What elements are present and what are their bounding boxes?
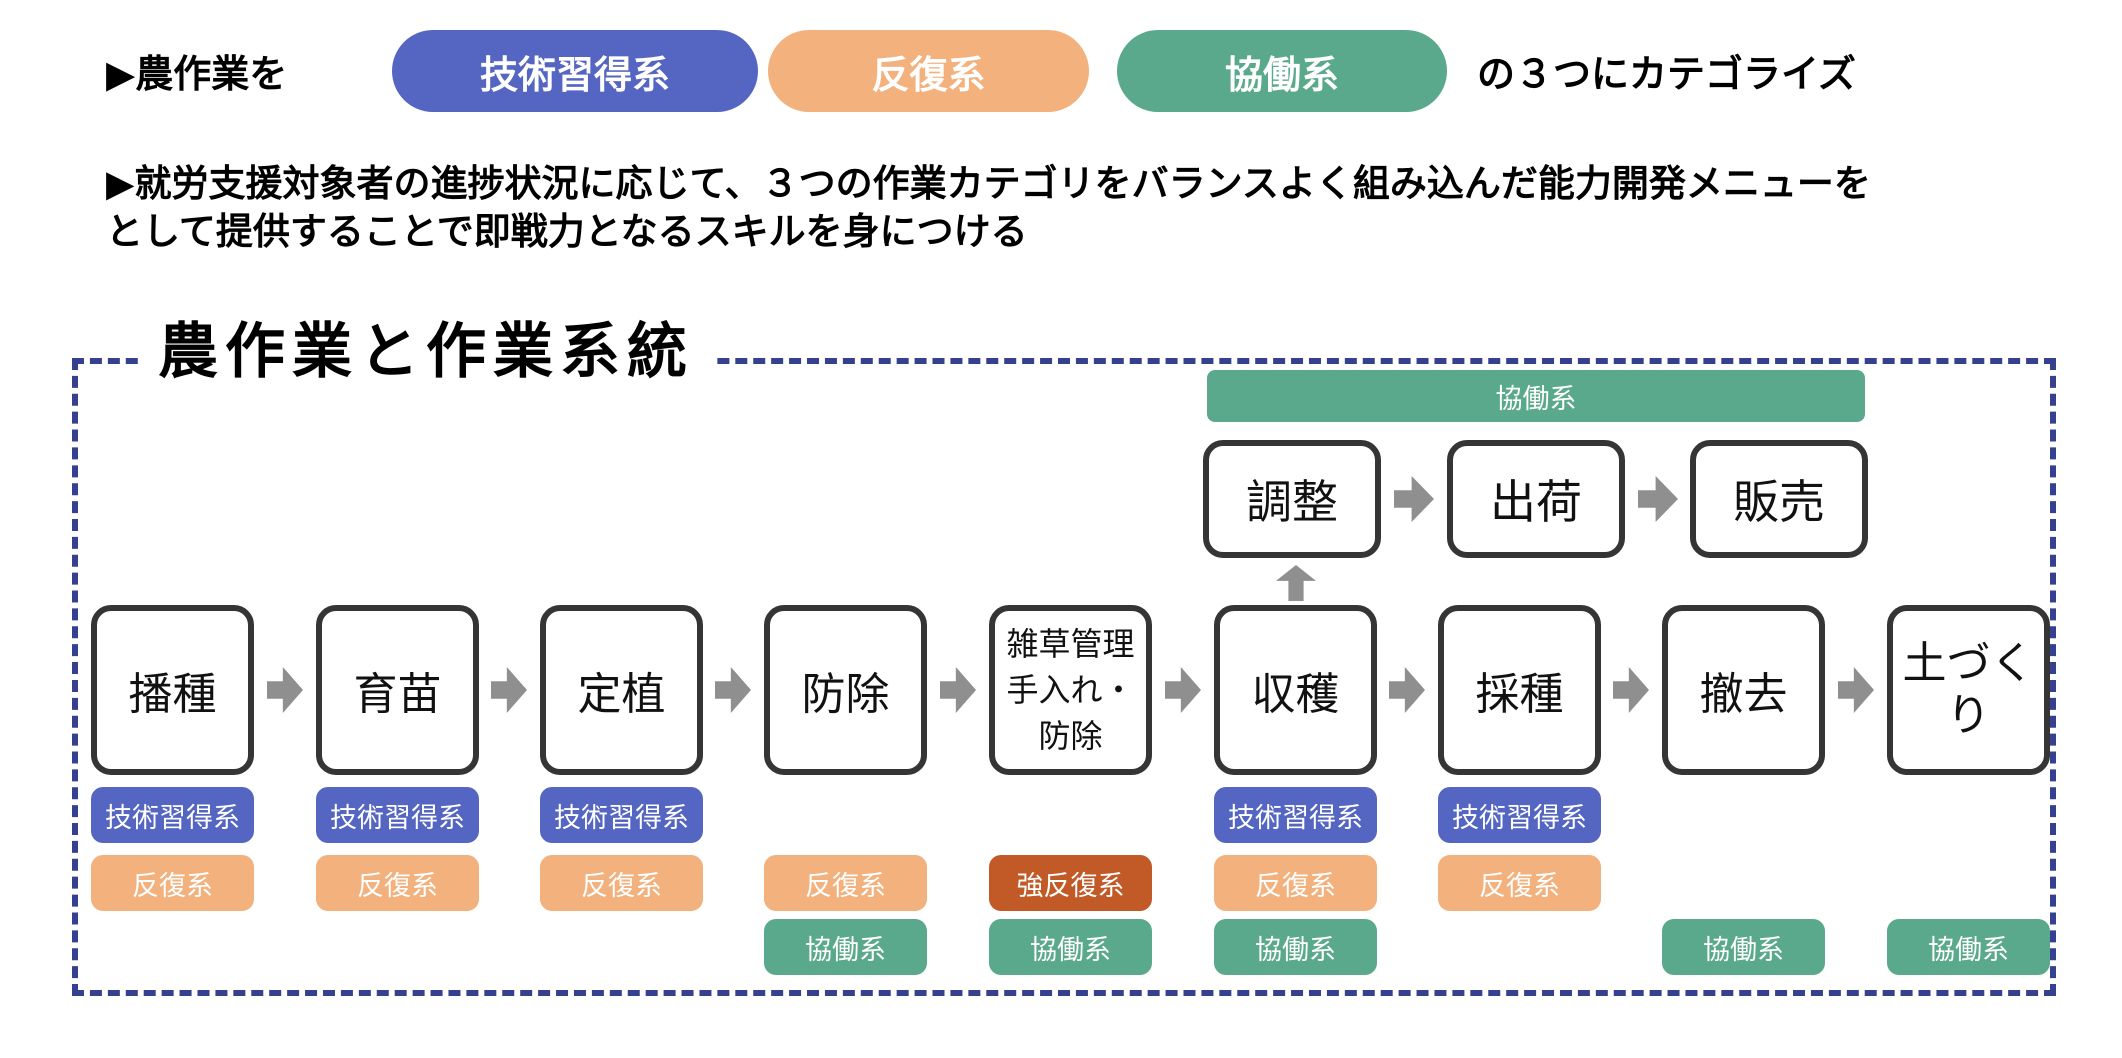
tag-repetition: 反復系 xyxy=(540,855,703,911)
box-planting: 定植 xyxy=(540,605,703,775)
description-line-2: として提供することで即戦力となるスキルを身につける xyxy=(106,211,1028,252)
arrow-right-icon xyxy=(1638,476,1678,522)
intro-label: ▶農作業を xyxy=(106,54,288,96)
tag-skill-acquisition: 技術習得系 xyxy=(540,787,703,843)
arrow-right-icon xyxy=(1838,667,1874,713)
pill-repetition: 反復系 xyxy=(768,30,1089,112)
box-sales: 販売 xyxy=(1690,440,1868,558)
box-seed-collection: 採種 xyxy=(1438,605,1601,775)
tag-cooperation: 協働系 xyxy=(1214,919,1377,975)
box-shipping: 出荷 xyxy=(1447,440,1625,558)
tag-repetition: 反復系 xyxy=(764,855,927,911)
arrow-right-icon xyxy=(715,667,751,713)
arrow-right-icon xyxy=(940,667,976,713)
diagram-frame: 農作業と作業系統 協働系 調整 出荷 販売 播種 育苗 定植 防除 雑草管理手入… xyxy=(72,319,2056,996)
tag-skill-acquisition: 技術習得系 xyxy=(1214,787,1377,843)
arrow-right-icon xyxy=(267,667,303,713)
box-seedling-raising: 育苗 xyxy=(316,605,479,775)
tag-cooperation: 協働系 xyxy=(764,919,927,975)
arrow-right-icon xyxy=(1394,476,1434,522)
box-harvest: 収穫 xyxy=(1214,605,1377,775)
tag-repetition: 反復系 xyxy=(1214,855,1377,911)
description-line-1: ▶就労支援対象者の進捗状況に応じて、３つの作業カテゴリをバランスよく組み込んだ能… xyxy=(106,163,1871,204)
box-soil-preparation: 土づくり xyxy=(1887,605,2050,775)
cooperation-band: 協働系 xyxy=(1207,370,1865,422)
tag-skill-acquisition: 技術習得系 xyxy=(316,787,479,843)
tag-cooperation: 協働系 xyxy=(1662,919,1825,975)
tag-strong-repetition: 強反復系 xyxy=(989,855,1152,911)
tag-repetition: 反復系 xyxy=(91,855,254,911)
diagram-title: 農作業と作業系統 xyxy=(140,319,712,385)
arrow-right-icon xyxy=(491,667,527,713)
box-sowing: 播種 xyxy=(91,605,254,775)
tag-repetition: 反復系 xyxy=(316,855,479,911)
tag-repetition: 反復系 xyxy=(1438,855,1601,911)
box-adjustment: 調整 xyxy=(1203,440,1381,558)
box-weed-management: 雑草管理手入れ・防除 xyxy=(989,605,1152,775)
box-removal: 撤去 xyxy=(1662,605,1825,775)
arrow-right-icon xyxy=(1389,667,1425,713)
box-pest-control: 防除 xyxy=(764,605,927,775)
tag-cooperation: 協働系 xyxy=(989,919,1152,975)
arrow-right-icon xyxy=(1165,667,1201,713)
tag-cooperation: 協働系 xyxy=(1887,919,2050,975)
arrow-up-icon xyxy=(1276,565,1316,601)
pill-cooperation: 協働系 xyxy=(1117,30,1447,112)
tag-skill-acquisition: 技術習得系 xyxy=(91,787,254,843)
description-text: ▶就労支援対象者の進捗状況に応じて、３つの作業カテゴリをバランスよく組み込んだ能… xyxy=(106,160,1871,256)
arrow-right-icon xyxy=(1613,667,1649,713)
outro-label: の３つにカテゴライズ xyxy=(1477,54,1856,96)
pill-skill-acquisition: 技術習得系 xyxy=(392,30,758,112)
tag-skill-acquisition: 技術習得系 xyxy=(1438,787,1601,843)
